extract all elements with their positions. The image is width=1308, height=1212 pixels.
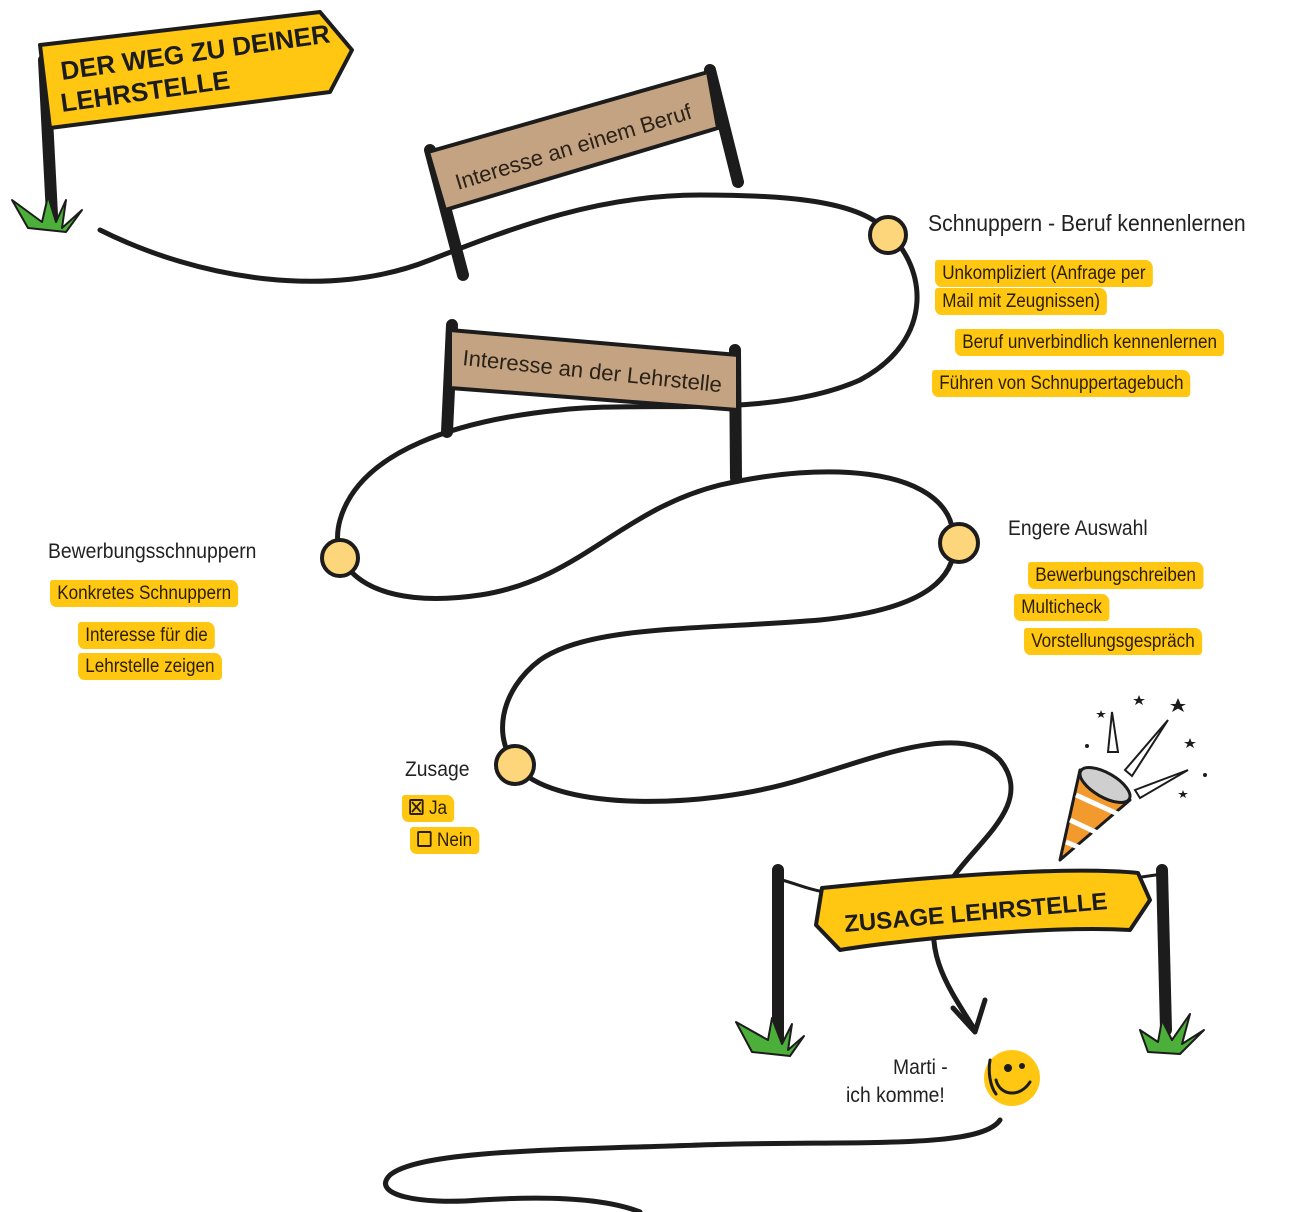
grass-icon-right bbox=[1139, 1013, 1205, 1055]
auswahl-item-2: Multicheck bbox=[1014, 594, 1110, 621]
arrow-head-icon bbox=[950, 997, 988, 1035]
schnuppern-item-3: Beruf unverbindlich kennenlernen bbox=[955, 329, 1225, 356]
auswahl-item-1: Bewerbungschreiben bbox=[1028, 562, 1204, 589]
hurdle-lehrstelle-board bbox=[448, 328, 740, 412]
zusage-option-nein: Nein bbox=[410, 827, 480, 854]
zusage-option-ja-label: Ja bbox=[429, 798, 448, 819]
step-node-bewerbung bbox=[320, 538, 360, 578]
party-popper-icon bbox=[1058, 695, 1207, 862]
bewerbung-item-2: Interesse für die bbox=[78, 622, 216, 649]
path-line bbox=[97, 192, 1014, 1033]
smiley-caption-line1: Marti - bbox=[893, 1056, 948, 1079]
bewerbung-item-1: Konkretes Schnuppern bbox=[50, 580, 239, 607]
step-title-bewerbung: Bewerbungsschnuppern bbox=[48, 540, 257, 563]
finish-banner-ribbon bbox=[814, 868, 1152, 952]
schnuppern-item-2: Mail mit Zeugnissen) bbox=[935, 288, 1108, 315]
smiley-caption-line2: ich komme! bbox=[846, 1084, 945, 1107]
grass-icon-left bbox=[735, 1017, 805, 1057]
hurdle-lehrstelle: Interesse an der Lehrstelle bbox=[441, 319, 742, 484]
start-sign: DER WEG ZU DEINER LEHRSTELLE bbox=[38, 10, 354, 221]
schnuppern-item-1: Unkompliziert (Anfrage per bbox=[935, 260, 1153, 287]
step-title-zusage: Zusage bbox=[405, 758, 470, 781]
step-title-schnuppern: Schnuppern - Beruf kennenlernen bbox=[928, 210, 1246, 236]
checkbox-checked-icon bbox=[409, 799, 424, 815]
hurdle-beruf-board bbox=[426, 70, 720, 212]
finish-gate: ZUSAGE LEHRSTELLE bbox=[772, 864, 1172, 1046]
grass-icon-start bbox=[11, 195, 83, 233]
step-node-auswahl bbox=[938, 522, 980, 564]
schnuppern-item-4: Führen von Schnuppertagebuch bbox=[932, 370, 1191, 397]
step-title-auswahl: Engere Auswahl bbox=[1008, 517, 1148, 540]
checkbox-empty-icon bbox=[417, 831, 432, 847]
zusage-option-ja: Ja bbox=[402, 795, 455, 822]
step-node-zusage bbox=[494, 744, 536, 786]
zusage-option-nein-label: Nein bbox=[437, 830, 473, 851]
start-sign-board bbox=[38, 10, 354, 130]
path-tail bbox=[383, 1117, 1003, 1212]
bewerbung-item-3: Lehrstelle zeigen bbox=[78, 653, 222, 680]
step-node-schnuppern bbox=[868, 215, 908, 255]
smiley-icon bbox=[984, 1050, 1040, 1106]
auswahl-item-3: Vorstellungsgespräch bbox=[1024, 628, 1202, 655]
